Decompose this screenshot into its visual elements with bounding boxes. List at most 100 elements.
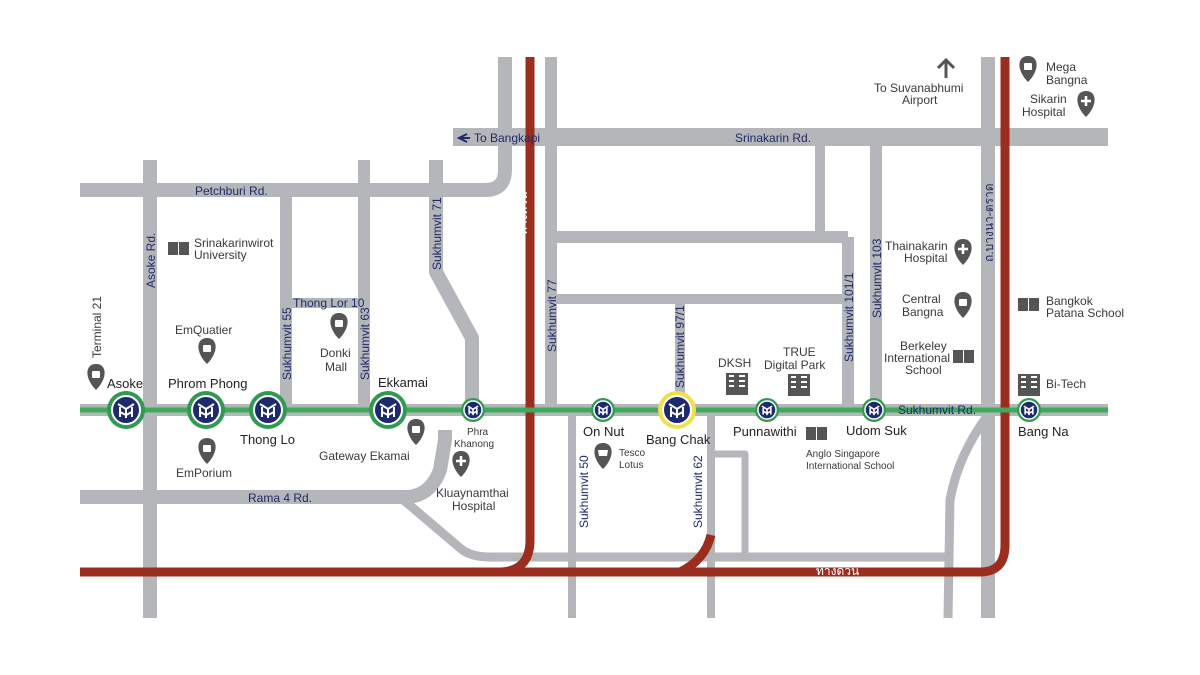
station-label-thonglo: Thong Lo	[240, 432, 295, 447]
bts-logo-icon	[1023, 405, 1035, 416]
station-bang-na[interactable]	[1017, 398, 1041, 422]
hospital-icon	[452, 451, 470, 477]
hospital-icon	[954, 239, 972, 265]
label-bitech: Bi-Tech	[1046, 377, 1086, 391]
label-srinakarinwirot-1: Srinakarinwirot	[194, 236, 274, 250]
label-mega-2: Bangna	[1046, 73, 1088, 87]
station-label-udomsuk: Udom Suk	[846, 423, 907, 438]
label-expressway-v: ทางด่วน	[516, 192, 530, 235]
road-network	[80, 57, 1108, 619]
hospital-icon	[1077, 91, 1095, 117]
label-sukhumvit50: Sukhumvit 50	[577, 455, 591, 528]
expressway-spur	[677, 533, 716, 577]
station-label-phrakhanong-1: Phra	[467, 427, 489, 438]
road-loop	[711, 450, 749, 556]
station-phra-khanong[interactable]	[461, 398, 485, 422]
label-kluaynamthai-1: Kluaynamthai	[436, 486, 509, 500]
expressway-network	[80, 57, 1010, 577]
label-terminal21: Terminal 21	[90, 296, 104, 358]
station-label-phromphong: Phrom Phong	[168, 376, 248, 391]
bts-logo-icon	[761, 405, 773, 416]
station-ekkamai[interactable]	[369, 391, 407, 429]
label-berkeley-1: Berkeley	[900, 339, 947, 353]
station-bang-chak[interactable]	[658, 391, 696, 429]
label-bangna-trad: ถ.บางนา-ตราด	[982, 183, 996, 262]
bts-stations	[107, 391, 1041, 429]
label-berkeley-2: International	[884, 351, 950, 365]
station-asoke[interactable]	[107, 391, 145, 429]
station-on-nut[interactable]	[591, 398, 615, 422]
label-srinakarinwirot-2: University	[194, 248, 247, 262]
bts-logo-icon	[117, 403, 135, 418]
label-sukhumvit62: Sukhumvit 62	[691, 455, 705, 528]
building-icon	[726, 373, 748, 395]
label-sikarin-2: Hospital	[1022, 105, 1065, 119]
bts-logo-icon	[379, 403, 397, 418]
central-pin-icon	[954, 292, 972, 318]
label-gateway: Gateway Ekamai	[319, 449, 410, 463]
label-kluaynamthai-2: Hospital	[452, 499, 495, 513]
label-expressway-h: ทางด่วน	[816, 564, 859, 578]
book-icon	[806, 427, 827, 440]
emquartier-pin-icon	[198, 338, 216, 364]
cart-icon	[594, 443, 612, 469]
building-icon	[1018, 374, 1040, 396]
book-icon	[1018, 298, 1039, 311]
arrow-left-icon	[456, 133, 470, 143]
label-airport-1: To Suvanabhumi	[874, 81, 963, 95]
label-sukhumvit101: Sukhumvit 101/1	[842, 272, 856, 362]
label-true-2: Digital Park	[764, 358, 826, 372]
donki-pin-icon	[330, 313, 348, 339]
label-emporium: EmPorium	[176, 466, 232, 480]
label-srinakarin: Srinakarin Rd.	[735, 131, 811, 145]
label-tesco-2: Lotus	[619, 460, 643, 471]
label-tesco-1: Tesco	[619, 448, 646, 459]
station-label-onnut: On Nut	[583, 424, 625, 439]
station-label-phrakhanong-2: Khanong	[454, 439, 494, 450]
gateway-pin-icon	[407, 419, 425, 445]
station-phrom-phong[interactable]	[187, 391, 225, 429]
label-sukhumvit97: Sukhumvit 97/1	[673, 305, 687, 388]
label-thainakarin-1: Thainakarin	[885, 239, 948, 253]
road-sukhumvit71	[429, 160, 479, 410]
label-donki-1: Donki	[320, 346, 351, 360]
arrow-up-icon	[936, 57, 956, 78]
label-central-1: Central	[902, 292, 941, 306]
bts-logo-icon	[668, 403, 686, 418]
station-udom-suk[interactable]	[862, 398, 886, 422]
to-bangkapi: To Bangkapi	[456, 131, 540, 145]
label-patana-2: Patana School	[1046, 306, 1124, 320]
label-sukhumvit63: Sukhumvit 63	[358, 307, 372, 380]
label-true-1: TRUE	[783, 345, 816, 359]
station-label-ekkamai: Ekkamai	[378, 375, 428, 390]
label-central-2: Bangna	[902, 305, 944, 319]
label-sukhumvit71: Sukhumvit 71	[430, 197, 444, 270]
label-mega-1: Mega	[1046, 60, 1076, 74]
label-sukhumvit103: Sukhumvit 103	[870, 238, 884, 318]
label-anglo-1: Anglo Singapore	[806, 449, 880, 460]
label-patana-1: Bangkok	[1046, 294, 1094, 308]
emporium-pin-icon	[198, 438, 216, 464]
mega-pin-icon	[1019, 56, 1037, 82]
bts-logo-icon	[597, 405, 609, 416]
label-to-bangkapi: To Bangkapi	[474, 131, 540, 145]
book-icon	[168, 242, 189, 255]
label-sukhumvit55: Sukhumvit 55	[280, 307, 294, 380]
label-berkeley-3: School	[905, 363, 942, 377]
station-label-asoke: Asoke	[107, 376, 143, 391]
station-thong-lo[interactable]	[249, 391, 287, 429]
label-anglo-2: International School	[806, 461, 894, 472]
terminal21-pin-icon	[87, 364, 105, 390]
road-bangna-branch	[943, 412, 992, 619]
station-punnawithi[interactable]	[755, 398, 779, 422]
label-dksh: DKSH	[718, 356, 751, 370]
label-rama4: Rama 4 Rd.	[248, 491, 312, 505]
bts-logo-icon	[259, 403, 277, 418]
label-donki-2: Mall	[325, 360, 347, 374]
label-asoke-rd: Asoke Rd.	[144, 233, 158, 288]
bts-logo-icon	[467, 405, 479, 416]
road-south-connector	[397, 493, 945, 562]
label-petchburi: Petchburi Rd.	[195, 184, 268, 198]
label-sukhumvit-rd: Sukhumvit Rd.	[898, 403, 976, 417]
